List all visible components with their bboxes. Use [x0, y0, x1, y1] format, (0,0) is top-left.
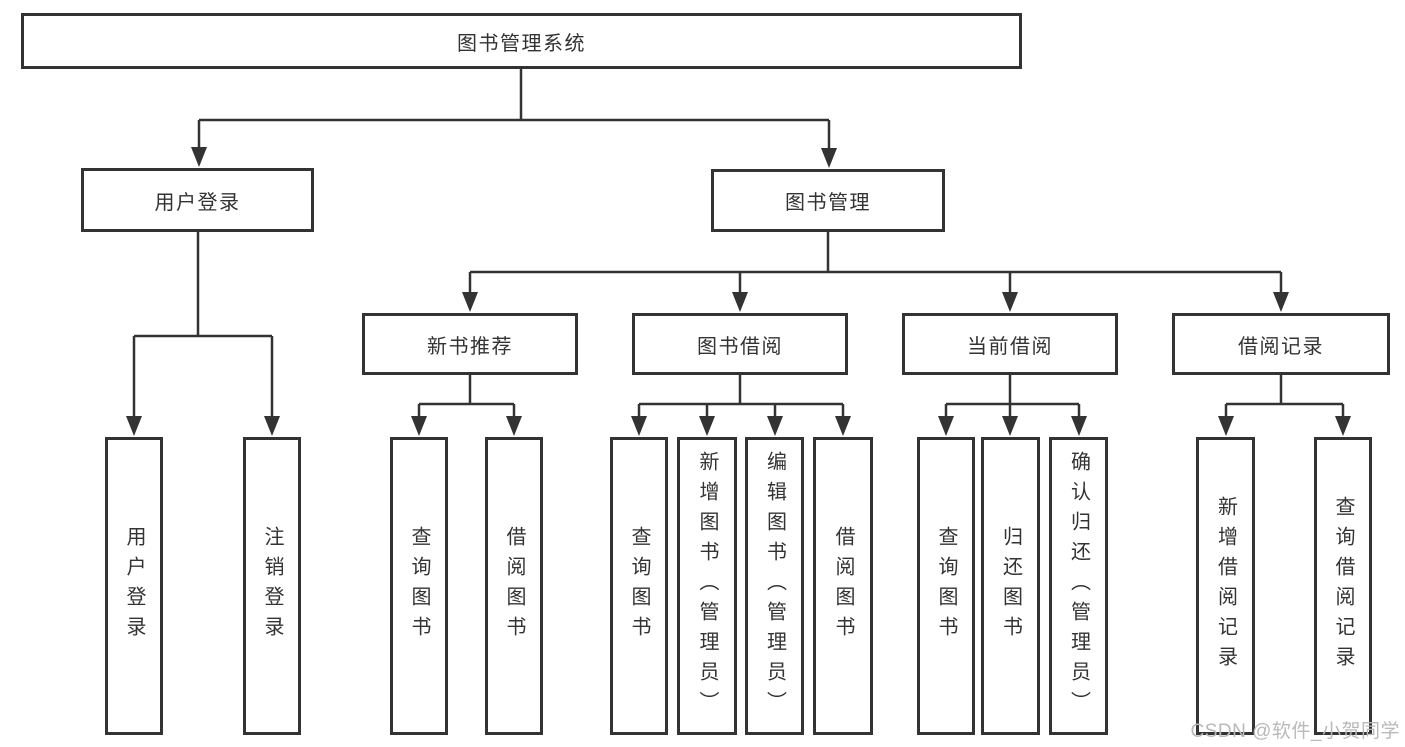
arrowhead — [732, 292, 748, 312]
leaf-logout: 注销登录 — [243, 437, 301, 735]
node-current-borrowing: 当前借阅 — [902, 313, 1118, 375]
arrowhead — [1335, 416, 1351, 436]
arrowhead — [821, 148, 837, 168]
leaf-current-confirm-return-admin: 确认归还（管理员） — [1049, 437, 1108, 735]
csdn-watermark: CSDN @软件_小贺同学 — [1190, 721, 1400, 742]
leaf-current-query-books: 查询图书 — [917, 437, 975, 735]
leaf-borrowing-borrow-books: 借阅图书 — [813, 437, 873, 735]
leaf-recommend-borrow-books: 借阅图书 — [485, 437, 543, 735]
arrowhead — [767, 416, 783, 436]
arrowhead — [1002, 416, 1018, 436]
arrowhead — [631, 416, 647, 436]
connector-path — [132, 69, 1345, 432]
node-new-book-recommend: 新书推荐 — [362, 313, 578, 375]
arrowhead — [699, 416, 715, 436]
arrowhead — [126, 416, 142, 436]
arrowhead — [835, 416, 851, 436]
arrowhead — [1218, 416, 1234, 436]
arrowhead — [1071, 416, 1087, 436]
arrowhead — [938, 416, 954, 436]
leaf-records-add-record: 新增借阅记录 — [1196, 437, 1255, 735]
leaf-borrowing-add-books-admin: 新增图书（管理员） — [677, 437, 737, 735]
arrowhead — [264, 416, 280, 436]
arrowhead — [191, 147, 207, 167]
leaf-recommend-query-books: 查询图书 — [390, 437, 448, 735]
leaf-records-query-record: 查询借阅记录 — [1314, 437, 1372, 735]
arrowhead — [506, 416, 522, 436]
leaf-borrowing-query-books: 查询图书 — [610, 437, 668, 735]
node-user-login: 用户登录 — [81, 168, 314, 232]
arrowhead — [411, 416, 427, 436]
node-book-management: 图书管理 — [711, 169, 945, 232]
arrowhead — [1002, 292, 1018, 312]
leaf-user-login: 用户登录 — [105, 437, 163, 735]
node-borrowing-records: 借阅记录 — [1172, 313, 1390, 375]
arrowhead — [462, 292, 478, 312]
node-book-borrowing: 图书借阅 — [632, 313, 848, 375]
node-root: 图书管理系统 — [21, 13, 1022, 69]
leaf-borrowing-edit-books-admin: 编辑图书（管理员） — [745, 437, 804, 735]
arrowhead — [1273, 292, 1289, 312]
leaf-current-return-books: 归还图书 — [981, 437, 1040, 735]
